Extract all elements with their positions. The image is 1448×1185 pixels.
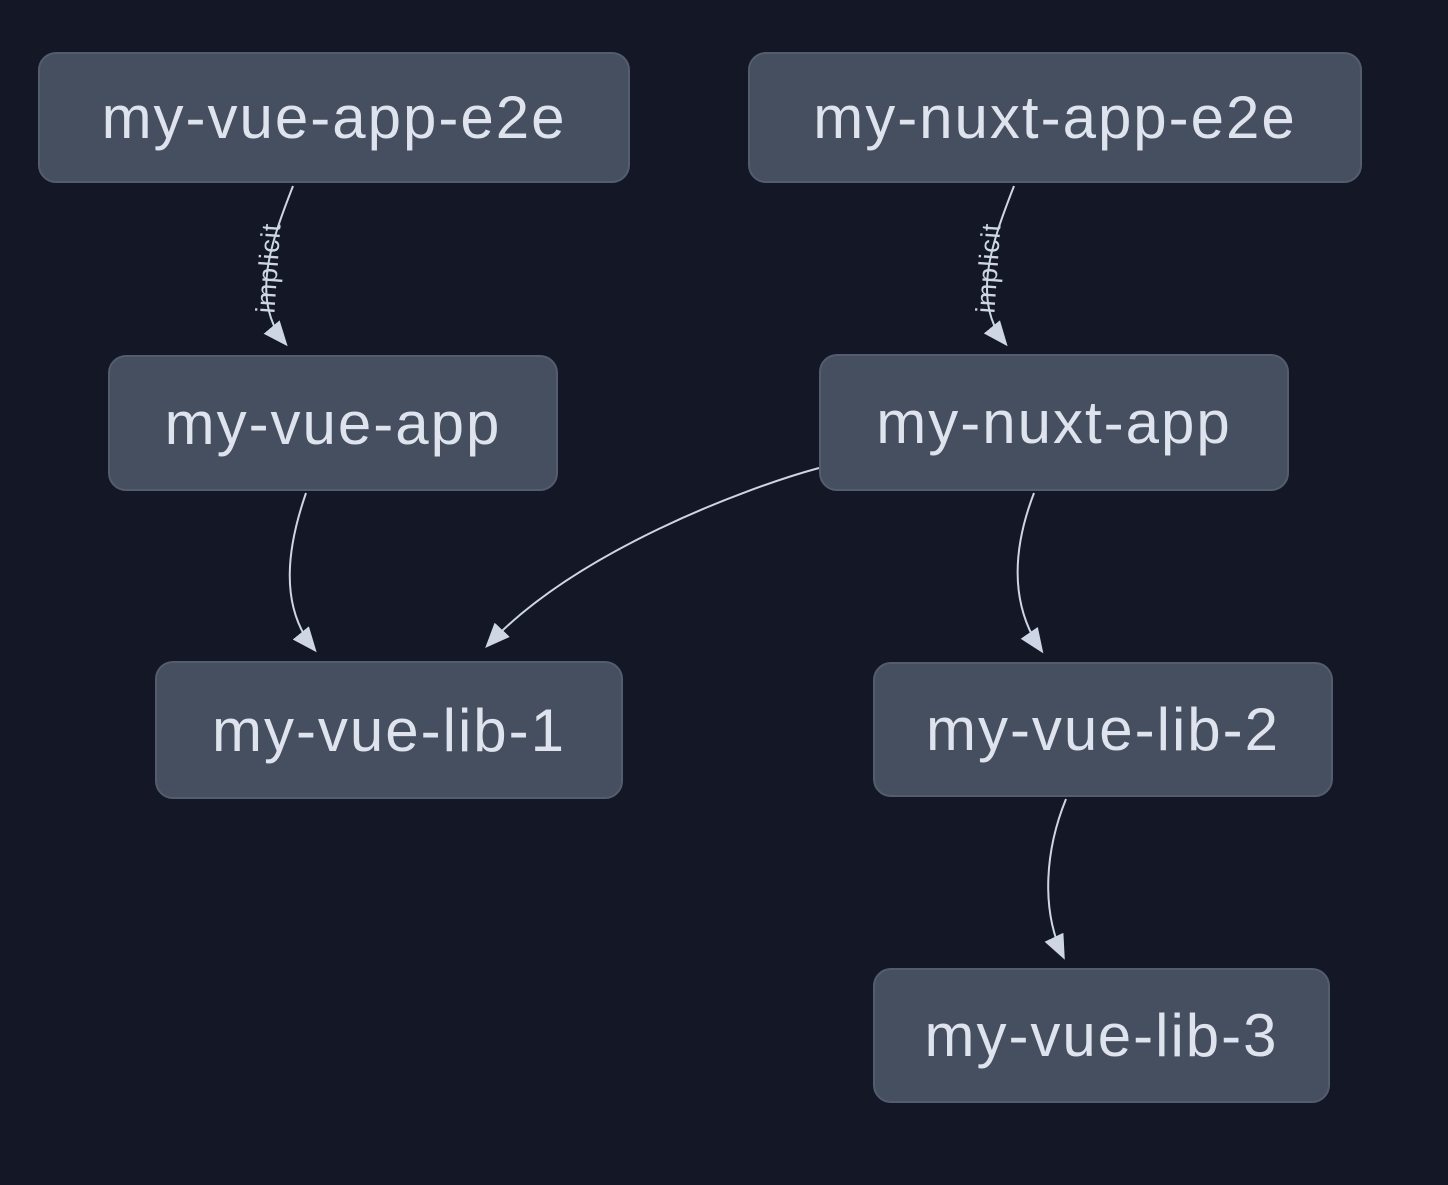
graph-node-my-vue-app-e2e[interactable]: my-vue-app-e2e xyxy=(38,52,630,183)
edge-my-vue-app-to-my-vue-lib-1 xyxy=(288,492,317,653)
edge-my-nuxt-app-to-my-vue-lib-2 xyxy=(1016,492,1044,654)
graph-node-my-nuxt-app-e2e[interactable]: my-nuxt-app-e2e xyxy=(748,52,1362,183)
node-label: my-vue-lib-3 xyxy=(924,1002,1279,1069)
node-label: my-nuxt-app-e2e xyxy=(813,84,1297,151)
graph-node-my-nuxt-app[interactable]: my-nuxt-app xyxy=(819,354,1289,491)
edge-my-nuxt-app-e2e-to-my-nuxt-app xyxy=(983,185,1015,347)
graph-node-my-vue-lib-3[interactable]: my-vue-lib-3 xyxy=(873,968,1330,1103)
edge-my-nuxt-app-to-my-vue-lib-1 xyxy=(485,467,820,649)
node-label: my-nuxt-app xyxy=(876,389,1232,456)
edge-my-vue-app-e2e-to-my-vue-app xyxy=(263,185,294,347)
graph-node-my-vue-app[interactable]: my-vue-app xyxy=(108,355,558,491)
node-label: my-vue-app xyxy=(164,389,502,457)
node-label: my-vue-app-e2e xyxy=(101,84,567,151)
node-label: my-vue-lib-1 xyxy=(211,696,567,764)
graph-node-my-vue-lib-1[interactable]: my-vue-lib-1 xyxy=(155,661,623,799)
node-label: my-vue-lib-2 xyxy=(925,696,1281,763)
graph-node-my-vue-lib-2[interactable]: my-vue-lib-2 xyxy=(873,662,1333,797)
edge-my-vue-lib-2-to-my-vue-lib-3 xyxy=(1044,798,1067,960)
